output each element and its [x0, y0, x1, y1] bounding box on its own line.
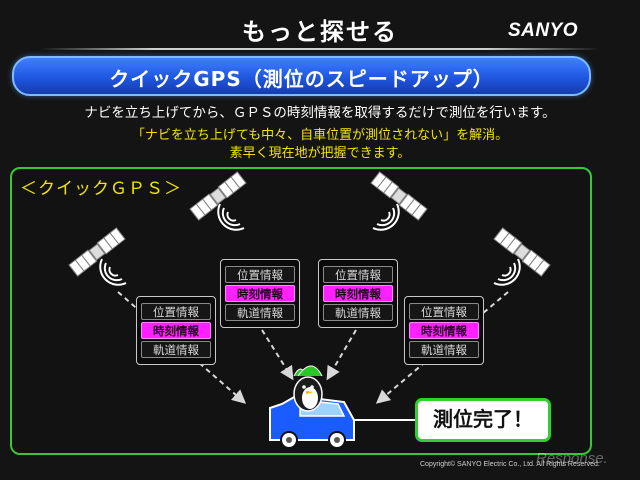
- penguin-driver-icon: [293, 365, 323, 412]
- info-row-orbit: 軌道情報: [141, 341, 211, 358]
- info-row-orbit: 軌道情報: [225, 304, 295, 321]
- info-row-time: 時刻情報: [409, 322, 479, 339]
- banner-text: クイックGPS（測位のスピードアップ）: [109, 67, 494, 91]
- signal-waves-icon: [217, 203, 245, 231]
- car-icon: [269, 394, 355, 449]
- info-card: 位置情報 時刻情報 軌道情報: [404, 296, 484, 365]
- copyright-notice: Copyright© SANYO Electric Co., Ltd. All …: [420, 461, 600, 468]
- watermark: Response.: [536, 450, 608, 467]
- info-row-position: 位置情報: [409, 303, 479, 320]
- arrow-icon: [326, 329, 357, 381]
- info-row-time: 時刻情報: [225, 285, 295, 302]
- description-line-3: 素早く現在地が把握できます。: [229, 146, 411, 161]
- description-line-2: 「ナビを立ち上げても中々、自車位置が測位されない」を解消。: [131, 128, 509, 143]
- info-row-position: 位置情報: [225, 266, 295, 283]
- diagram-heading: ＜クイックＧＰＳ＞: [20, 179, 182, 199]
- arrow-icon: [261, 329, 294, 381]
- signal-waves-icon: [372, 203, 400, 231]
- info-card: 位置情報 時刻情報 軌道情報: [220, 259, 300, 328]
- description-line-1: ナビを立ち上げてから、ＧＰＳの時刻情報を取得するだけで測位を行います。: [84, 105, 556, 121]
- info-row-position: 位置情報: [323, 266, 393, 283]
- brand-logo: SANYO: [508, 20, 579, 41]
- banner: クイックGPS（測位のスピードアップ）: [12, 56, 591, 96]
- satellite-icon: [68, 227, 126, 277]
- info-row-orbit: 軌道情報: [323, 304, 393, 321]
- title-rule: [40, 48, 600, 50]
- slide-title: もっと探せる: [242, 18, 398, 46]
- info-card: 位置情報 時刻情報 軌道情報: [136, 296, 216, 365]
- info-card: 位置情報 時刻情報 軌道情報: [318, 259, 398, 328]
- positioning-complete-badge: 測位完了！: [415, 398, 551, 442]
- info-row-time: 時刻情報: [141, 322, 211, 339]
- signal-waves-icon: [99, 258, 127, 286]
- info-row-orbit: 軌道情報: [409, 341, 479, 358]
- info-row-position: 位置情報: [141, 303, 211, 320]
- satellite-icon: [493, 227, 551, 277]
- signal-waves-icon: [493, 258, 521, 286]
- info-row-time: 時刻情報: [323, 285, 393, 302]
